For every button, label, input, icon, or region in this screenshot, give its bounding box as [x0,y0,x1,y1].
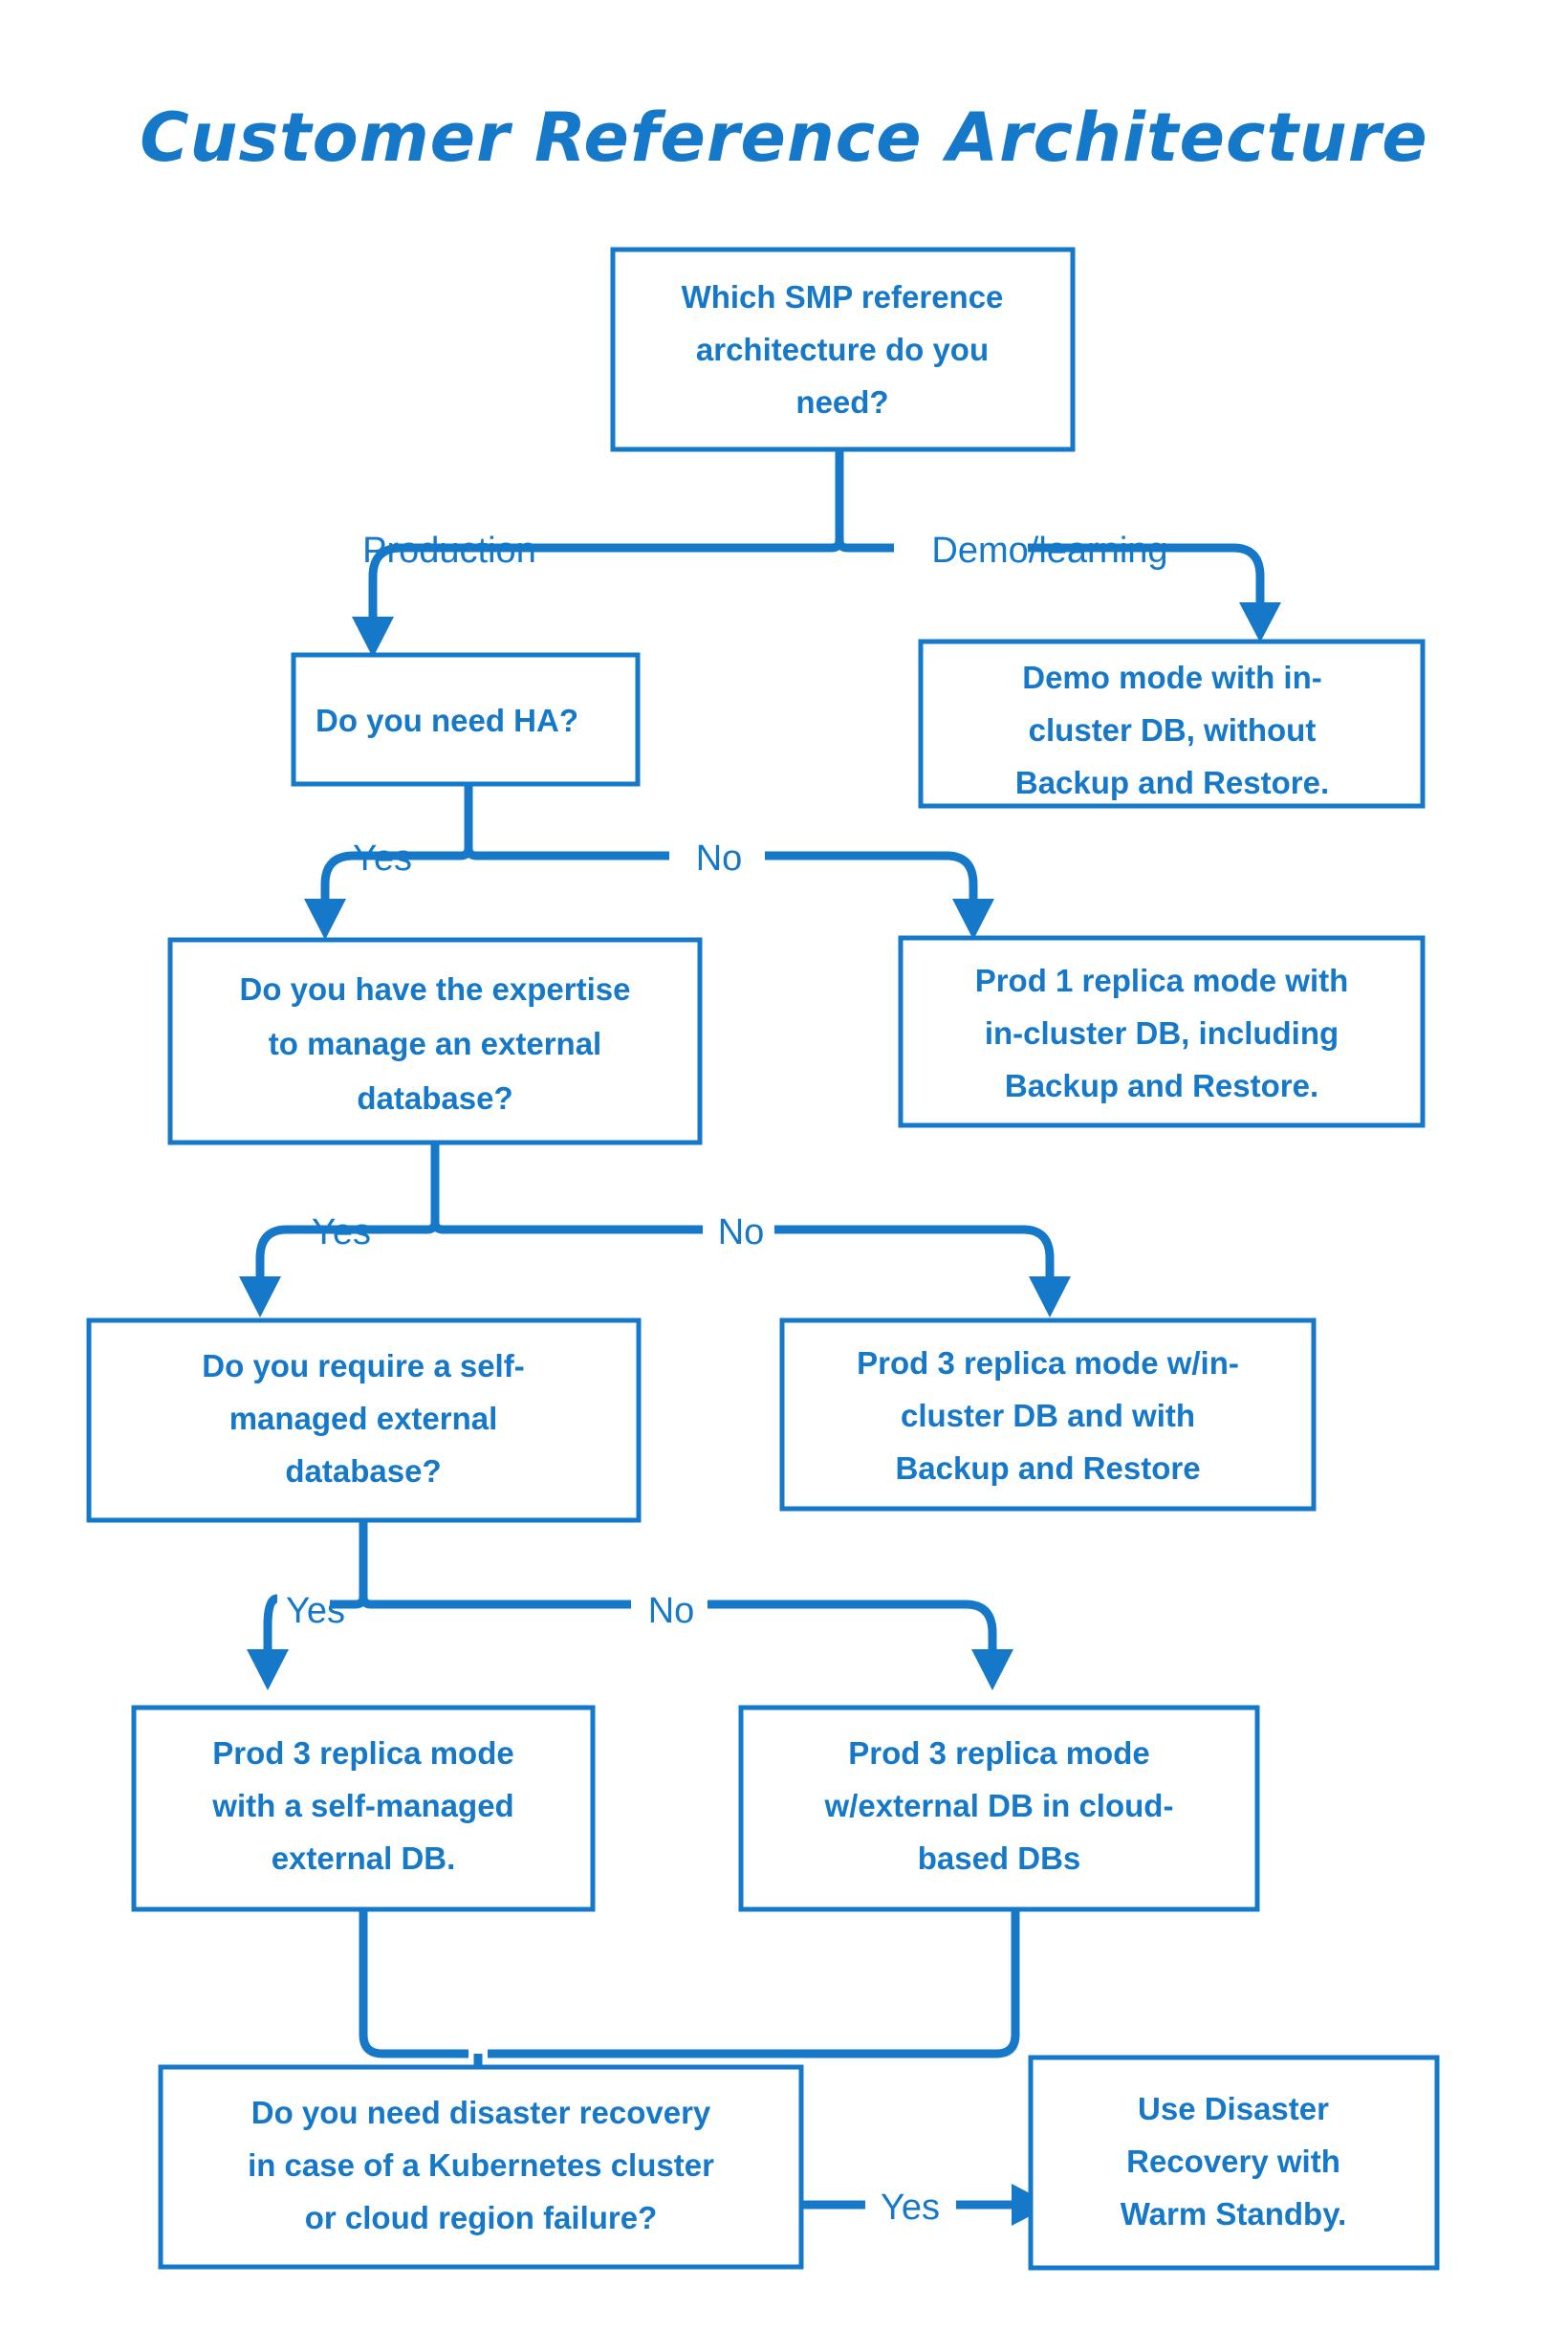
edge-selfmanaged-no-path [708,1600,997,1654]
node-line: cluster DB, without [1029,712,1317,748]
node-box[interactable] [158,2064,804,2270]
node-line: with a self-managed [211,1788,513,1823]
node-do-you-need-ha[interactable]: Do you need HA? [291,652,641,787]
node-box[interactable] [86,1317,642,1523]
node-line: Do you need disaster recovery [251,2095,711,2130]
edge-labels-layer: Production Demo/learning Yes No Yes No Y… [286,531,1168,2228]
node-box[interactable] [898,935,1426,1128]
edge-label-ha-no: No [696,838,743,879]
edge-label-expertise-yes: Yes [312,1212,371,1252]
node-line: Prod 1 replica mode with [975,963,1349,998]
edge-production-path [368,543,755,621]
node-line: database? [357,1080,512,1116]
node-line: in-cluster DB, including [985,1015,1339,1051]
edge-ha-no-path [765,851,978,904]
edge-prod3cloud-merge [488,1909,1020,2058]
node-which-smp-reference-architecture[interactable]: Which SMP reference architecture do you … [610,247,1076,452]
node-line: or cloud region failure? [305,2200,658,2235]
node-line: Do you need HA? [316,703,578,738]
arrow-head-ha-no [952,899,994,940]
node-prod-3-replica-self-managed-external-db[interactable]: Prod 3 replica mode with a self-managed … [131,1705,596,1912]
node-box[interactable] [738,1705,1260,1912]
node-line: architecture do you [696,332,989,367]
edge-q3-split-right [430,1143,703,1234]
arrow-head-ha-yes [304,899,346,940]
node-line: Use Disaster [1138,2091,1329,2126]
node-line: need? [795,384,888,420]
node-box[interactable] [779,1317,1317,1512]
edge-label-selfmanaged-yes: Yes [286,1591,345,1631]
node-box[interactable] [291,652,641,787]
node-line: database? [285,1453,441,1489]
edge-expertise-yes-path [255,1225,390,1281]
edge-q1-to-demo-stem [755,449,844,553]
node-line: cluster DB and with [901,1398,1195,1433]
node-line: Backup and Restore. [1005,1068,1318,1103]
node-box[interactable] [131,1705,596,1912]
node-box[interactable] [1028,2055,1440,2271]
node-line: w/external DB in cloud- [824,1788,1174,1823]
node-do-you-need-disaster-recovery[interactable]: Do you need disaster recovery in case of… [158,2064,804,2270]
arrow-head-expertise-no [1029,1276,1071,1317]
edge-label-expertise-no: No [718,1212,765,1252]
node-line: based DBs [918,1840,1081,1876]
node-line: Backup and Restore [895,1450,1200,1486]
node-line: external DB. [272,1840,456,1876]
node-line: Prod 3 replica mode w/in- [857,1345,1239,1381]
edge-demo-path [1028,543,1265,607]
node-line: Prod 3 replica mode [848,1735,1149,1771]
edge-label-demo-learning: Demo/learning [931,531,1167,571]
node-line: Prod 3 replica mode [212,1735,513,1771]
node-box[interactable] [918,639,1426,809]
arrow-head-expertise-yes [239,1276,281,1317]
node-do-you-have-expertise-external-database[interactable]: Do you have the expertise to manage an e… [167,937,703,1145]
node-prod-3-replica-cloud-based-db[interactable]: Prod 3 replica mode w/external DB in clo… [738,1705,1260,1912]
node-line: to manage an external [269,1026,601,1061]
node-line: Do you have the expertise [240,971,631,1007]
node-line: Do you require a self- [202,1348,524,1383]
edge-q4-split-right [359,1520,631,1609]
arrow-head-demo [1239,602,1281,642]
node-line: Backup and Restore. [1015,765,1329,800]
arrow-head-selfmanaged-yes [247,1649,289,1690]
node-use-disaster-recovery-warm-standby[interactable]: Use Disaster Recovery with Warm Standby. [1028,2055,1440,2271]
node-prod-1-replica-mode[interactable]: Prod 1 replica mode with in-cluster DB, … [898,935,1426,1128]
edge-q3-split-left [390,1143,440,1234]
edge-q1-to-demo-right [835,449,894,553]
page-title: Customer Reference Architecture [140,98,1427,177]
node-line: managed external [229,1401,498,1436]
edge-q2-split-right [464,784,669,860]
edge-q2-split-left [428,784,473,860]
edge-prod3self-merge [359,1909,468,2058]
node-prod-3-replica-in-cluster-db[interactable]: Prod 3 replica mode w/in- cluster DB and… [779,1317,1317,1512]
node-line: Demo mode with in- [1022,660,1322,695]
edge-label-dr-yes: Yes [881,2188,940,2228]
node-do-you-require-self-managed-external-database[interactable]: Do you require a self- managed external … [86,1317,642,1523]
edge-ha-yes-path [320,851,428,904]
node-box[interactable] [167,937,703,1145]
arrow-head-selfmanaged-no [971,1649,1013,1690]
edge-expertise-no-path [774,1225,1055,1281]
edge-selfmanaged-yes-path [263,1594,278,1654]
edge-label-selfmanaged-no: No [648,1591,695,1631]
node-line: in case of a Kubernetes cluster [248,2147,714,2183]
edge-label-production: Production [362,531,536,571]
arrow-head-production [352,617,394,658]
node-line: Which SMP reference [682,279,1004,315]
node-box[interactable] [610,247,1076,452]
connectors-layer [239,449,1281,2226]
node-demo-mode-in-cluster-db[interactable]: Demo mode with in- cluster DB, without B… [918,639,1426,809]
edge-label-ha-yes: Yes [353,838,412,879]
node-line: Recovery with [1126,2144,1340,2179]
node-line: Warm Standby. [1121,2196,1347,2232]
